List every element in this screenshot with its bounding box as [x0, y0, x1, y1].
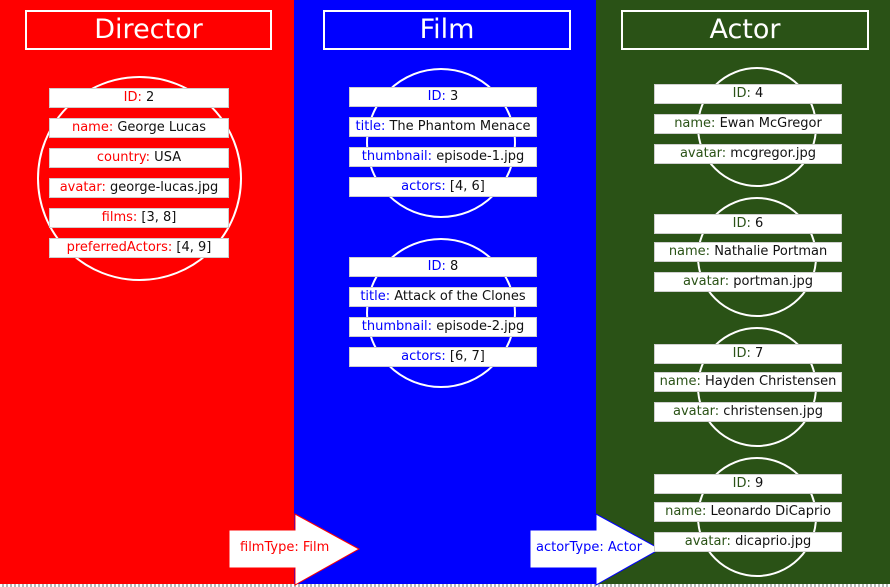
- field-value: 6: [750, 216, 764, 231]
- field-value: 3: [445, 89, 459, 104]
- field-key: ID:: [732, 346, 751, 361]
- field-value: george-lucas.jpg: [105, 180, 219, 195]
- field-value: [4, 6]: [445, 179, 485, 194]
- film-field-title: title: Attack of the Clones: [349, 287, 537, 307]
- field-value: [4, 9]: [172, 240, 212, 255]
- field-value: Nathalie Portman: [710, 244, 828, 259]
- film-field-id: ID: 8: [349, 257, 537, 277]
- actor-field-name: name: Leonardo DiCaprio: [654, 502, 842, 522]
- actor-field-avatar: avatar: dicaprio.jpg: [654, 532, 842, 552]
- actor-type-label: actorType: Actor: [536, 540, 643, 555]
- director-field-country: country: USA: [49, 148, 229, 168]
- actor-field-avatar: avatar: christensen.jpg: [654, 402, 842, 422]
- field-key: actors:: [401, 179, 446, 194]
- bottom-border: [0, 584, 890, 587]
- actor-field-id: ID: 6: [654, 214, 842, 234]
- director-record-ring: [37, 76, 242, 281]
- field-key: ID:: [427, 259, 446, 274]
- field-key: avatar:: [672, 404, 720, 419]
- film-field-id: ID: 3: [349, 87, 537, 107]
- field-value: christensen.jpg: [719, 404, 824, 419]
- actor-field-avatar: avatar: mcgregor.jpg: [654, 144, 842, 164]
- field-key: thumbnail:: [361, 149, 433, 164]
- field-key: avatar:: [682, 274, 730, 289]
- field-key: name:: [674, 116, 716, 131]
- field-value: episode-2.jpg: [432, 319, 525, 334]
- field-value: episode-1.jpg: [432, 149, 525, 164]
- field-key: thumbnail:: [361, 319, 433, 334]
- field-key: preferredActors:: [66, 240, 173, 255]
- actor-field-name: name: Ewan McGregor: [654, 114, 842, 134]
- field-value: Hayden Christensen: [700, 374, 837, 389]
- field-key: films:: [101, 210, 138, 225]
- field-key: ID:: [427, 89, 446, 104]
- actor-field-name: name: Hayden Christensen: [654, 372, 842, 392]
- film-type-label: filmType: Film: [240, 540, 330, 555]
- field-key: avatar:: [59, 180, 106, 195]
- film-field-thumbnail: thumbnail: episode-2.jpg: [349, 317, 537, 337]
- director-panel-title: Director: [25, 10, 272, 50]
- field-value: George Lucas: [113, 120, 207, 135]
- director-field-films: films: [3, 8]: [49, 208, 229, 228]
- field-value: 8: [445, 259, 459, 274]
- field-value: The Phantom Menace: [385, 119, 531, 134]
- actor-field-id: ID: 4: [654, 84, 842, 104]
- field-value: [6, 7]: [445, 349, 485, 364]
- field-key: country:: [96, 150, 151, 165]
- field-value: Attack of the Clones: [390, 289, 526, 304]
- director-field-avatar: avatar: george-lucas.jpg: [49, 178, 229, 198]
- field-key: ID:: [732, 476, 751, 491]
- film-field-title: title: The Phantom Menace: [349, 117, 537, 137]
- field-key: title:: [355, 119, 386, 134]
- film-record-ring: [366, 68, 516, 218]
- actor-type-arrow-shape: [529, 513, 662, 586]
- film-record-ring: [366, 238, 516, 388]
- field-key: name:: [665, 504, 707, 519]
- field-key: avatar:: [684, 534, 731, 549]
- film-field-actors: actors: [4, 6]: [349, 177, 537, 197]
- film-field-thumbnail: thumbnail: episode-1.jpg: [349, 147, 537, 167]
- film-field-actors: actors: [6, 7]: [349, 347, 537, 367]
- field-value: 4: [750, 86, 764, 101]
- actor-field-avatar: avatar: portman.jpg: [654, 272, 842, 292]
- field-value: 2: [141, 90, 155, 105]
- field-key: ID:: [732, 86, 751, 101]
- field-value: 7: [750, 346, 764, 361]
- field-key: name:: [71, 120, 114, 135]
- field-key: name:: [668, 244, 711, 259]
- film-type-arrow: [228, 513, 361, 586]
- field-key: ID:: [123, 90, 142, 105]
- field-key: ID:: [732, 216, 751, 231]
- field-value: dicaprio.jpg: [730, 534, 812, 549]
- director-field-name: name: George Lucas: [49, 118, 229, 138]
- actor-panel-title: Actor: [621, 10, 869, 50]
- field-key: name:: [659, 374, 701, 389]
- actor-field-id: ID: 7: [654, 344, 842, 364]
- field-value: [3, 8]: [137, 210, 177, 225]
- field-key: title:: [360, 289, 391, 304]
- field-value: Ewan McGregor: [715, 116, 822, 131]
- director-field-preferredactors: preferredActors: [4, 9]: [49, 238, 229, 258]
- field-value: USA: [150, 150, 182, 165]
- field-key: avatar:: [679, 146, 727, 161]
- field-key: actors:: [401, 349, 446, 364]
- actor-field-id: ID: 9: [654, 474, 842, 494]
- field-value: mcgregor.jpg: [726, 146, 817, 161]
- film-panel-title: Film: [323, 10, 571, 50]
- film-type-arrow-shape: [228, 513, 361, 586]
- director-field-id: ID: 2: [49, 88, 229, 108]
- actor-type-arrow: [529, 513, 662, 586]
- actor-field-name: name: Nathalie Portman: [654, 242, 842, 262]
- field-value: portman.jpg: [729, 274, 814, 289]
- field-value: 9: [750, 476, 764, 491]
- field-value: Leonardo DiCaprio: [706, 504, 831, 519]
